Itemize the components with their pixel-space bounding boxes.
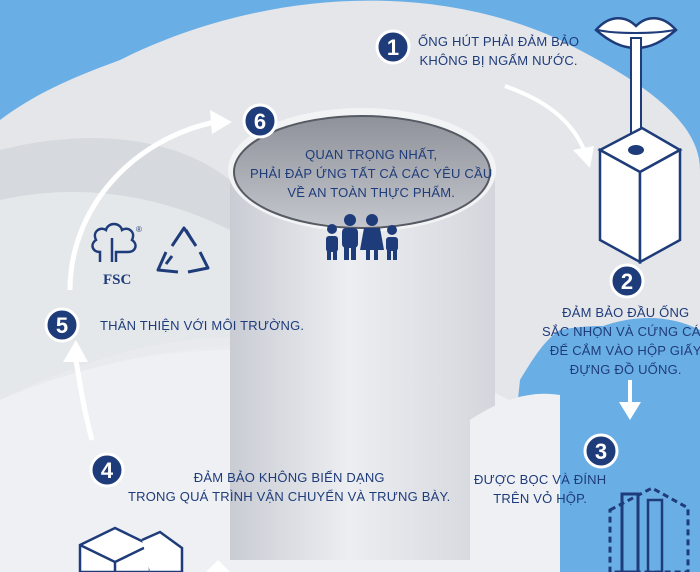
step-3-text: ĐƯỢC BỌC VÀ ĐÍNH TRÊN VỎ HỘP.: [474, 470, 606, 508]
step-6-number: 6: [254, 109, 266, 134]
boxes-icon: [78, 526, 184, 572]
step-3-badge: 3: [583, 433, 619, 469]
step-1-text: ỐNG HÚT PHẢI ĐẢM BẢO KHÔNG BỊ NGẤM NƯỚC.: [418, 32, 579, 70]
step-5-badge: 5: [44, 307, 80, 343]
step-6-text: QUAN TRỌNG NHẤT, PHẢI ĐÁP ỨNG TẤT CẢ CÁC…: [250, 145, 492, 202]
step-6-line-2: PHẢI ĐÁP ỨNG TẤT CẢ CÁC YÊU CẦU: [250, 166, 493, 181]
straw-wrapper-icon: [608, 486, 690, 572]
step-1-badge: 1: [375, 29, 411, 65]
step-2-text: ĐẢM BẢO ĐẦU ỐNG SẮC NHỌN VÀ CỨNG CÁP ĐỂ …: [542, 303, 700, 379]
juice-box-icon: [597, 126, 683, 265]
recycle-icon: [156, 226, 210, 274]
step-2-line-4: ĐỰNG ĐỒ UỐNG.: [569, 362, 682, 377]
step-6-line-3: VỀ AN TOÀN THỰC PHẨM.: [287, 185, 456, 200]
paper-roll-hole: [233, 115, 491, 229]
family-icon: [326, 214, 398, 260]
step-2-line-3: ĐỂ CẮM VÀO HỘP GIẤY: [549, 343, 700, 358]
step-4-line-2: TRONG QUÁ TRÌNH VẬN CHUYỂN VÀ TRƯNG BÀY.: [128, 489, 451, 504]
step-2-badge: 2: [609, 263, 645, 299]
fsc-label: FSC: [103, 272, 131, 288]
arrow-4-to-5: [63, 340, 95, 441]
step-4-badge: 4: [89, 452, 125, 488]
lips-icon: [594, 17, 678, 50]
step-4-line-1: ĐẢM BẢO KHÔNG BIẾN DẠNG: [193, 470, 385, 485]
step-4-text: ĐẢM BẢO KHÔNG BIẾN DẠNG TRONG QUÁ TRÌNH …: [128, 468, 451, 506]
step-3-line-1: ĐƯỢC BỌC VÀ ĐÍNH: [474, 472, 607, 487]
paper-roll-body: [230, 170, 495, 560]
arrow-bottom-partial: [206, 560, 230, 572]
step-1-line-1: ỐNG HÚT PHẢI ĐẢM BẢO: [418, 34, 580, 49]
fsc-registered-mark: ®: [136, 225, 142, 234]
step-5-line-1: THÂN THIỆN VỚI MÔI TRƯỜNG.: [100, 318, 305, 333]
step-3-number: 3: [595, 439, 607, 464]
step-4-number: 4: [101, 458, 114, 483]
step-5-text: THÂN THIỆN VỚI MÔI TRƯỜNG.: [100, 316, 304, 335]
arrow-2-to-3: [619, 380, 641, 420]
fsc-tree-logo: FSC ®: [91, 222, 142, 288]
step-1-line-2: KHÔNG BỊ NGẤM NƯỚC.: [419, 53, 578, 68]
arrow-5-to-6: [67, 110, 232, 291]
step-3-line-2: TRÊN VỎ HỘP.: [493, 491, 588, 506]
step-5-number: 5: [56, 313, 68, 338]
arrow-1-to-2: [504, 84, 594, 168]
step-6-line-1: QUAN TRỌNG NHẤT,: [305, 147, 438, 162]
step-2-line-1: ĐẢM BẢO ĐẦU ỐNG: [562, 305, 690, 320]
step-6-badge: 6: [242, 103, 278, 139]
paper-right-edge: [470, 393, 560, 572]
step-2-number: 2: [621, 269, 633, 294]
step-1-number: 1: [387, 35, 399, 60]
straw-icon: [630, 37, 642, 135]
step-2-line-2: SẮC NHỌN VÀ CỨNG CÁP: [542, 324, 700, 339]
